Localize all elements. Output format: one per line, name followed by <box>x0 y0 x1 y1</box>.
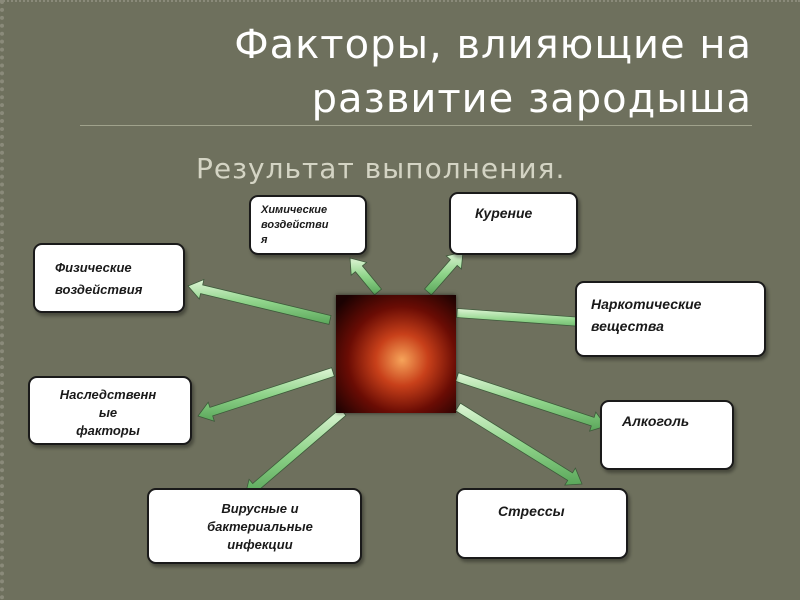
box-physical-text: Физические воздействия <box>55 260 143 297</box>
box-smoking: Курение <box>449 192 578 255</box>
embryo-image <box>336 295 456 413</box>
box-stress: Стрессы <box>456 488 628 559</box>
box-alcohol: Алкоголь <box>600 400 734 470</box>
subtitle: Результат выполнения. <box>196 152 566 185</box>
box-chemical: Химические воздействи я <box>249 195 367 255</box>
arrow-to-viral <box>244 408 347 497</box>
box-alcohol-text: Алкоголь <box>622 413 690 429</box>
box-narcotic-text: Наркотические вещества <box>591 296 702 334</box>
box-viral: Вирусные и бактериальные инфекции <box>147 488 362 564</box>
box-viral-text: Вирусные и бактериальные инфекции <box>207 501 313 552</box>
title-line-1: Факторы, влияющие на <box>234 22 752 68</box>
slide-title: Факторы, влияющие на развитие зародыша <box>132 18 752 126</box>
arrow-to-physical <box>187 278 332 325</box>
arrow-to-stress <box>455 402 583 486</box>
title-divider <box>80 125 752 126</box>
arrow-to-hereditary <box>197 367 335 422</box>
title-line-2: развитие зародыша <box>311 76 752 122</box>
box-chemical-text: Химические воздействи я <box>261 204 329 246</box>
arrow-to-smoking <box>424 251 464 296</box>
box-narcotic: Наркотические вещества <box>575 281 766 357</box>
arrow-to-chemical <box>349 257 383 296</box>
box-hereditary: Наследственн ые факторы <box>28 376 192 445</box>
box-smoking-text: Курение <box>475 205 533 221</box>
box-hereditary-text: Наследственн ые факторы <box>59 387 157 438</box>
box-stress-text: Стрессы <box>498 503 565 519</box>
box-physical: Физические воздействия <box>33 243 185 313</box>
